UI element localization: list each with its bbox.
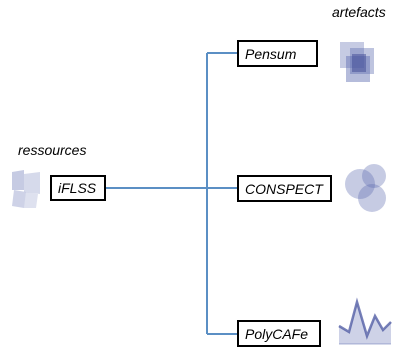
polycafe-node: PolyCAFe	[237, 320, 321, 347]
ressource-icon	[12, 170, 40, 208]
stacked-documents-icon	[340, 42, 374, 82]
conspect-node: CONSPECT	[237, 175, 332, 202]
iflss-node: iFLSS	[50, 175, 106, 201]
artefacts-heading: artefacts	[332, 4, 386, 20]
iflss-label: iFLSS	[58, 180, 97, 196]
pensum-node: Pensum	[237, 40, 318, 67]
venn-circles-icon	[345, 164, 386, 212]
conspect-label: CONSPECT	[245, 180, 323, 197]
pensum-label: Pensum	[245, 45, 297, 62]
line-graph-icon	[338, 297, 392, 345]
ressources-heading: ressources	[18, 142, 87, 158]
polycafe-label: PolyCAFe	[245, 325, 309, 342]
